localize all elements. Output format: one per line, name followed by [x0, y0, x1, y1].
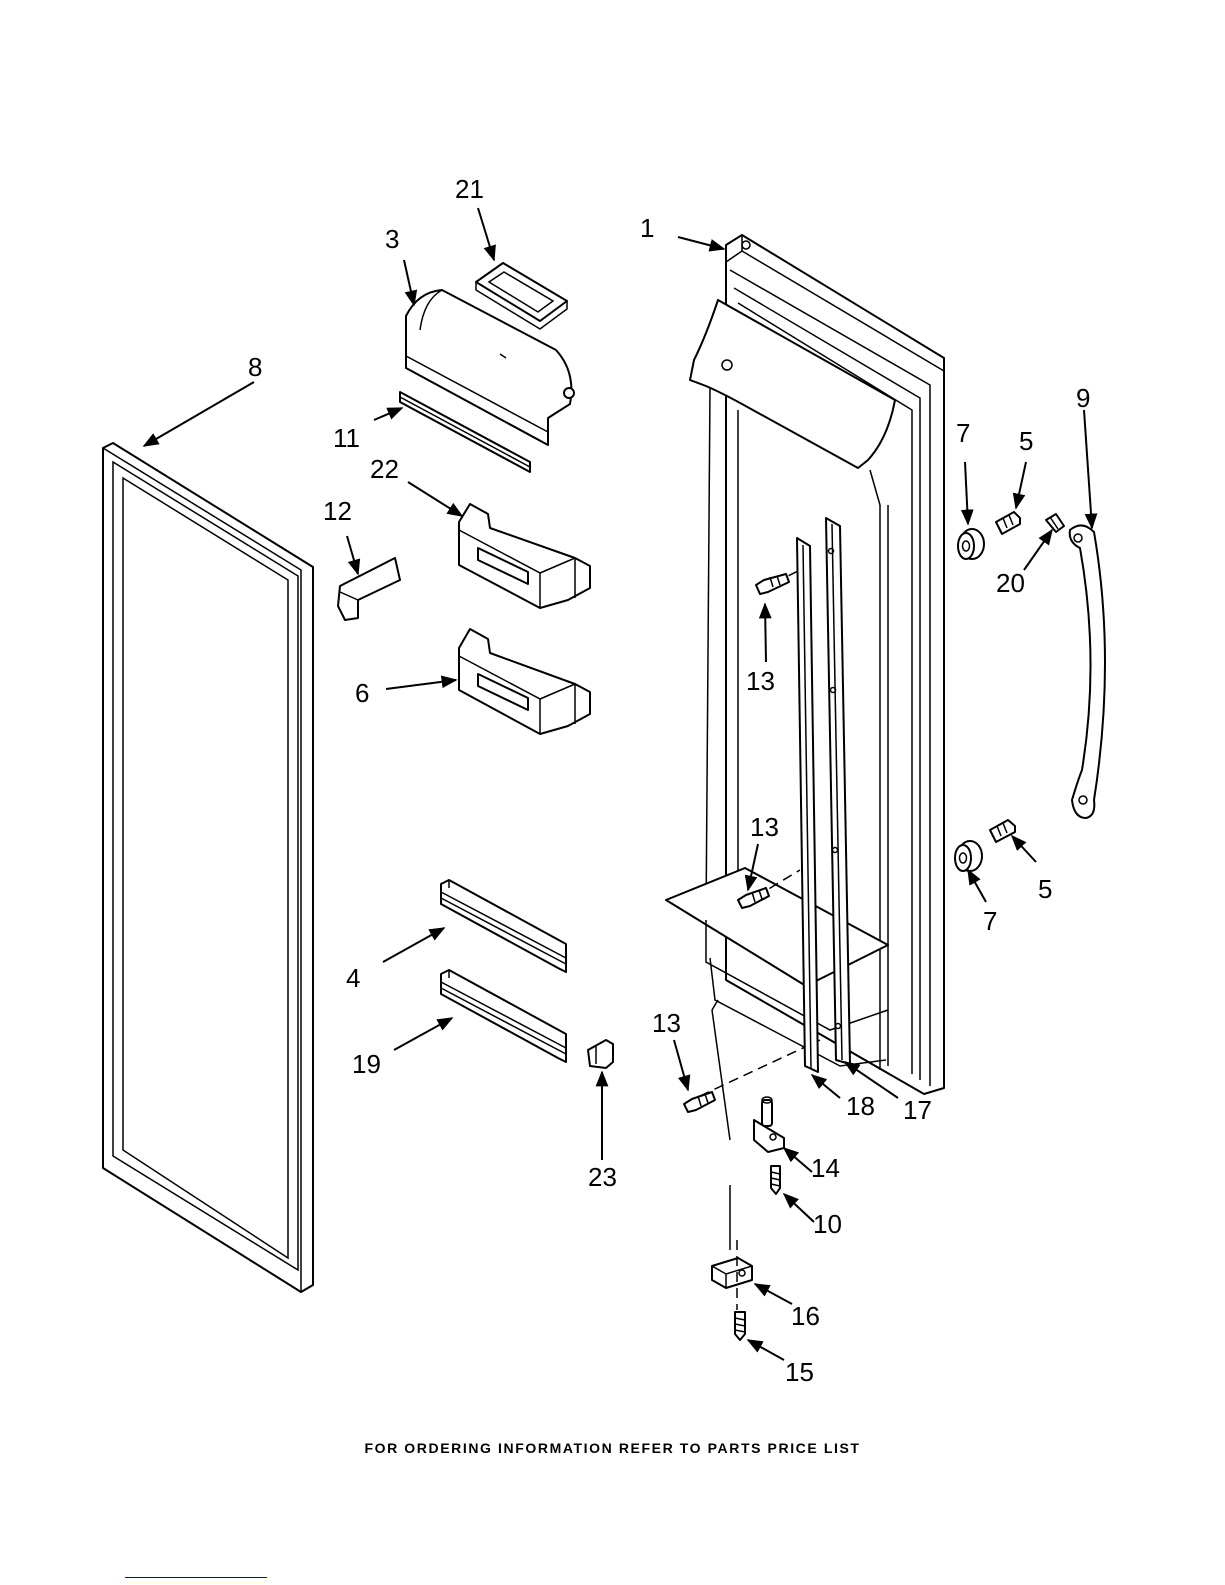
screw-part-20 — [1046, 514, 1064, 532]
shelf-trim-part-4 — [441, 880, 566, 972]
callout-5-lower: 5 — [1038, 874, 1052, 904]
callout-13-lower: 13 — [652, 1008, 681, 1038]
callout-22: 22 — [370, 454, 399, 484]
callout-11: 11 — [333, 423, 360, 453]
clip-part-12 — [338, 558, 400, 620]
callout-20: 20 — [996, 568, 1025, 598]
clip-part-23 — [588, 1040, 613, 1068]
callout-13-upper: 13 — [746, 666, 775, 696]
hinge-part-14 — [754, 1097, 784, 1152]
callout-5-upper: 5 — [1019, 426, 1033, 456]
callout-23: 23 — [588, 1162, 617, 1192]
door-handle-part-9 — [1070, 525, 1105, 818]
callout-7-upper: 7 — [956, 418, 970, 448]
door-bin-part-22 — [459, 504, 590, 608]
callout-4: 4 — [346, 963, 360, 993]
callout-8: 8 — [248, 352, 262, 382]
screw-part-15 — [735, 1312, 745, 1340]
callout-16: 16 — [791, 1301, 820, 1331]
hinge-bracket-part-16 — [712, 1240, 752, 1310]
callout-3: 3 — [385, 224, 399, 254]
screw-part-10 — [730, 1166, 780, 1250]
callout-12: 12 — [323, 496, 352, 526]
callout-labels: 1 21 3 8 11 22 12 6 4 19 23 13 13 13 18 … — [248, 174, 1090, 1387]
callout-10: 10 — [813, 1209, 842, 1239]
door-bin-part-6 — [459, 629, 590, 734]
screw-part-5-lower — [990, 820, 1015, 842]
callout-6: 6 — [355, 678, 369, 708]
bottom-link-rule — [125, 1577, 267, 1578]
shelf-trim-part-19 — [441, 970, 566, 1062]
callout-19: 19 — [352, 1049, 381, 1079]
door-gasket-part-8 — [103, 443, 313, 1292]
handle-spacer-part-7-upper — [958, 529, 984, 559]
ordering-information-note: FOR ORDERING INFORMATION REFER TO PARTS … — [0, 1440, 1225, 1456]
callout-14: 14 — [811, 1153, 840, 1183]
callout-21: 21 — [455, 174, 484, 204]
callout-7-lower: 7 — [983, 906, 997, 936]
screw-part-5-upper — [996, 512, 1020, 534]
callout-9: 9 — [1076, 383, 1090, 413]
callout-17: 17 — [903, 1095, 932, 1125]
screw-part-13-lower — [684, 1092, 715, 1112]
callout-18: 18 — [846, 1091, 875, 1121]
callout-1: 1 — [640, 213, 654, 243]
callout-15: 15 — [785, 1357, 814, 1387]
handle-spacer-part-7-lower — [955, 841, 982, 871]
callout-13-middle: 13 — [750, 812, 779, 842]
